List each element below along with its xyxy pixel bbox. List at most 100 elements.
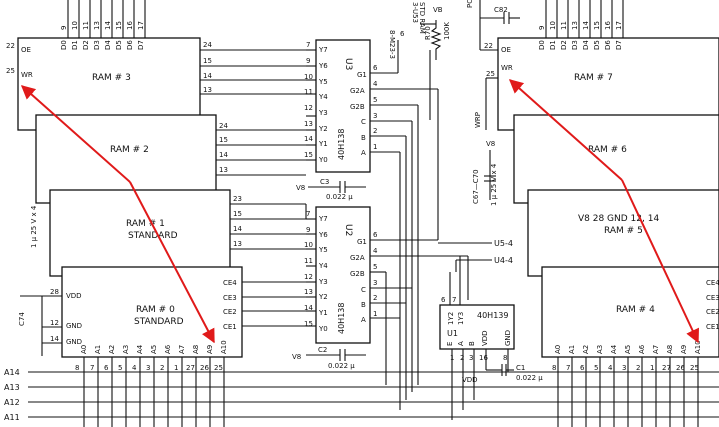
ram-7-d5: D5 (593, 40, 601, 50)
c82-label: C82 (494, 6, 508, 14)
ram-1-label: RAM # 1 (126, 219, 165, 229)
ram-3-data-pins: D0 D1 D2 D3 D4 D5 D6 D7 9 10 11 13 14 15… (60, 0, 146, 50)
ram-1-sub: STANDARD (128, 231, 178, 241)
signal-u53-sub: STD RAM (418, 2, 426, 34)
u1-part: 40H139 (477, 311, 508, 320)
u3-b: B (361, 134, 366, 142)
ram-6-label: RAM # 6 (588, 145, 627, 155)
ram-3-pin-22: 22 (6, 42, 15, 50)
ram-2-pin-15: 15 (219, 136, 228, 144)
ram-0-a4: A4 (136, 344, 144, 354)
inter-bank-signals: U5-4 U4-4 (438, 239, 513, 272)
u2-y4-pin: 11 (304, 257, 313, 265)
ram-4-a3-pin: 5 (594, 364, 598, 372)
u2-c2: C2 (318, 346, 327, 354)
ram-3-d4: D4 (104, 40, 112, 50)
ram-4-a8-pin: 27 (662, 364, 671, 372)
ram-4-ce1: CE1 (706, 323, 719, 331)
ram-5-label: RAM # 5 (604, 226, 643, 236)
u2-y0: Y0 (318, 325, 328, 333)
ram-7-label: RAM # 7 (574, 73, 613, 83)
ram-4-a7: A7 (652, 345, 660, 354)
c74-label: C74 (18, 312, 26, 326)
ram-3-pin-14: 14 (203, 72, 212, 80)
u3-y2: Y2 (318, 125, 328, 133)
ram-0-a4-pin: 4 (132, 364, 137, 372)
u3-y1: Y1 (318, 140, 328, 148)
u2-g1: G1 (357, 238, 367, 246)
ram-3-d2: D2 (82, 40, 90, 50)
ram-4-a9: A9 (680, 345, 688, 354)
u3-y7: Y7 (318, 46, 328, 54)
u1-name: U1 (447, 329, 458, 338)
ram-5-chip: V8 28 GND 12, 14 RAM # 5 (527, 189, 719, 277)
ram-0-address-pins: A0 A1 A2 A3 A4 A5 A6 A7 A8 A9 A10 8 7 6 … (75, 340, 228, 427)
ram-3-label: RAM # 3 (92, 73, 131, 83)
c1-label: C1 (516, 364, 525, 372)
ram-0-a7: A7 (178, 345, 186, 354)
ram-0-a10-pin: 25 (214, 364, 223, 372)
u3-g1-pin: 6 (373, 64, 378, 72)
ram-0-a2-pin: 6 (104, 364, 109, 372)
u3-c: C (361, 118, 366, 126)
ram-0-label: RAM # 0 (136, 305, 175, 315)
u3-y6-pin: 9 (306, 57, 310, 65)
ram-0-a9-pin: 26 (200, 364, 209, 372)
ram-4-a1: A1 (568, 345, 576, 354)
u3-a-pin: 1 (373, 143, 377, 151)
ram-0-gnd-2: GND (66, 338, 82, 346)
ram-3-d6: D6 (126, 40, 134, 50)
u3-name: U3 (343, 58, 353, 70)
decoder-u3: U3 40H138 Y7 Y6 Y5 Y4 Y3 Y2 Y1 Y0 7 9 10… (296, 39, 438, 201)
ram-4-a9-pin: 26 (676, 364, 685, 372)
u2-g2a: G2A (350, 254, 365, 262)
ram-3-d4-pin: 14 (104, 21, 112, 30)
ram-1-pin-14: 14 (233, 225, 242, 233)
c67-c70-label: C67—C70 (472, 169, 480, 204)
u2-y3-pin: 12 (304, 273, 313, 281)
ram-4-a3: A3 (596, 345, 604, 354)
ram-7-d0: D0 (538, 40, 546, 50)
ram-3-d0: D0 (60, 40, 68, 50)
u3-y3: Y3 (318, 109, 328, 117)
ram-4-a4-pin: 4 (608, 364, 613, 372)
arrow-ram0-a10 (129, 181, 215, 344)
c74-value: 1 µ 25 V x 4 (30, 205, 38, 248)
u2-b-pin: 2 (373, 294, 377, 302)
u2-cap-value: 0.022 µ (328, 362, 355, 370)
u1-1y2: 1Y2 (447, 312, 455, 325)
u2-y1: Y1 (318, 309, 328, 317)
ram-7-d1-pin: 10 (549, 21, 557, 30)
ram-7-oe-label: OE (501, 46, 511, 54)
ram-0-chip: RAM # 0 STANDARD VDD GND GND 28 12 14 CE… (18, 266, 306, 358)
signal-m23: 8-M23-3 (388, 30, 396, 59)
u1-vdd: VDD (481, 330, 489, 346)
arrow-ram4-a10 (621, 179, 699, 344)
ram-2-label: RAM # 2 (110, 145, 149, 155)
u2-c: C (361, 286, 366, 294)
ram-7-wr-label: WR (501, 64, 513, 72)
u2-a-pin: 1 (373, 310, 377, 318)
u3-y2-pin: 13 (304, 120, 313, 128)
u2-y5-pin: 10 (304, 241, 313, 249)
top-signals: 8-M23-3 6 3-U53 STD RAM R70 100K VB (388, 2, 451, 60)
ram-4-a6: A6 (638, 344, 646, 354)
u2-part: 40H138 (337, 303, 346, 334)
ram-7-d5-pin: 15 (593, 21, 601, 30)
ram-4-a8: A8 (666, 345, 674, 354)
ram-0-vdd: VDD (66, 292, 82, 300)
ram-7-chip: RAM # 7 OE WR 22 25 WRP POW C82 D0 D1 D2… (466, 0, 719, 131)
ram-7-d4-pin: 14 (582, 21, 590, 30)
address-bus: A14 A13 A12 A11 (4, 368, 719, 422)
ram-0-a6-pin: 2 (160, 364, 164, 372)
ram-7-d2-pin: 11 (560, 21, 568, 30)
ram-2-pin-14: 14 (219, 151, 228, 159)
u1-pin-3: 3 (469, 354, 473, 362)
u2-y2-pin: 13 (304, 288, 313, 296)
ram-3-oe-label: OE (21, 46, 31, 54)
u3-g2b-pin: 5 (373, 96, 377, 104)
ram-3-d1: D1 (71, 40, 79, 50)
ram-3-d7: D7 (137, 40, 145, 50)
u1-pin-7: 7 (452, 296, 456, 304)
